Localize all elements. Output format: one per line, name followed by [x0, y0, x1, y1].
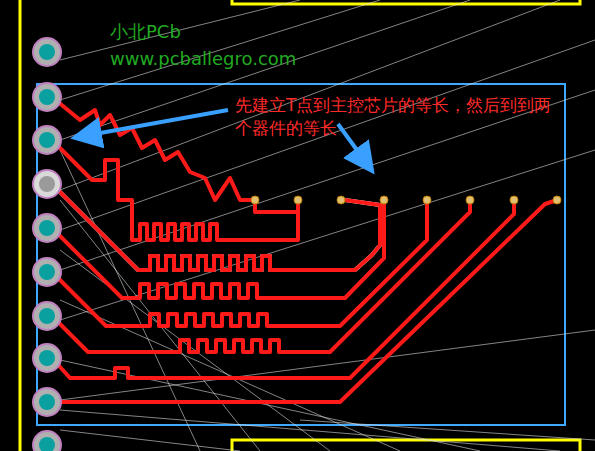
ratsnest-line	[60, 90, 595, 270]
ratsnest-line	[60, 430, 240, 451]
pad	[33, 126, 61, 154]
pad	[33, 38, 61, 66]
trace	[52, 200, 470, 352]
pad	[33, 302, 61, 330]
trace	[52, 184, 380, 270]
pad-hole	[39, 394, 55, 410]
ratsnest-line	[60, 40, 595, 230]
pad-hole	[39, 132, 55, 148]
pad-hole	[39, 350, 55, 366]
pads	[33, 38, 561, 451]
ratsnest-line	[60, 0, 560, 190]
pad	[33, 258, 61, 286]
pad	[33, 170, 61, 198]
ratsnest-line	[60, 410, 560, 451]
trace	[52, 200, 557, 402]
ratsnest-line	[60, 360, 480, 451]
pad-hole	[39, 44, 55, 60]
ratsnest-line	[60, 0, 380, 100]
trace	[52, 200, 427, 326]
room-outline	[37, 84, 565, 425]
pad-hole	[39, 220, 55, 236]
pad-hole	[39, 89, 55, 105]
trace	[255, 200, 298, 212]
pad	[33, 214, 61, 242]
callout-arrow	[78, 110, 228, 137]
via	[380, 196, 388, 204]
via	[423, 196, 431, 204]
trace	[52, 184, 380, 270]
traces	[52, 97, 557, 402]
via	[466, 196, 474, 204]
callout-arrow	[338, 124, 370, 168]
trace	[52, 200, 384, 298]
pad-hole	[39, 308, 55, 324]
pad	[33, 431, 61, 451]
ratsnest-line	[60, 330, 595, 400]
pad-hole	[39, 437, 55, 451]
trace	[52, 97, 255, 200]
board-outline	[19, 0, 22, 451]
via	[337, 196, 345, 204]
pad	[33, 83, 61, 111]
via	[553, 196, 561, 204]
via	[294, 196, 302, 204]
component-outline	[232, 440, 580, 451]
watermark: 小北PCb	[110, 20, 310, 44]
ratsnest-line	[300, 420, 595, 440]
pad-hole	[39, 264, 55, 280]
note-text: 先建立T点到主控芯片的等长，然后到到两个器件的等长	[235, 94, 560, 140]
pad	[33, 388, 61, 416]
trace	[52, 200, 514, 378]
watermark: www.pcballegro.com	[110, 47, 370, 71]
pad-hole	[39, 176, 55, 192]
pad	[33, 344, 61, 372]
via	[251, 196, 259, 204]
component-outline	[232, 0, 580, 4]
via	[510, 196, 518, 204]
